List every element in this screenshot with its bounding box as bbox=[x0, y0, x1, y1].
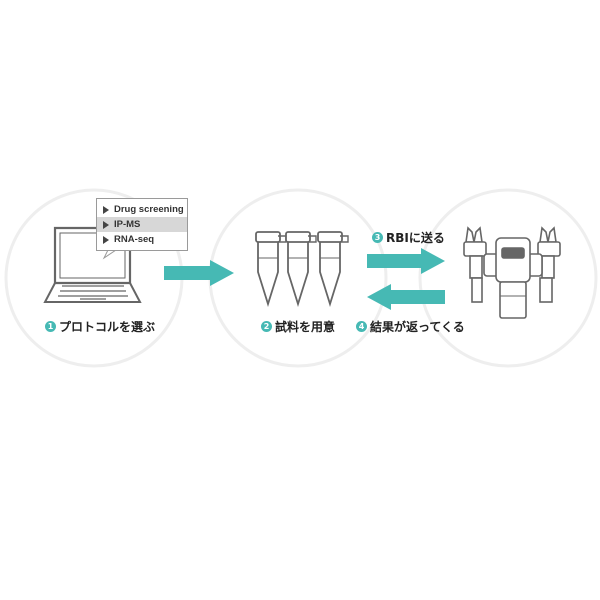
step2-circle bbox=[208, 188, 388, 368]
step-text: 試料を用意 bbox=[275, 320, 336, 334]
step-text: RBIに送る bbox=[386, 231, 445, 245]
menu-item-drug-screening[interactable]: Drug screening bbox=[97, 202, 187, 217]
sample-tubes-icon bbox=[255, 231, 349, 308]
step-3-label: 3 RBIに送る bbox=[372, 229, 445, 246]
step-4-label: 4 結果が返ってくる bbox=[356, 318, 465, 335]
step-text: プロトコルを選ぶ bbox=[59, 320, 156, 334]
step-number-badge: 3 bbox=[372, 232, 383, 243]
step-number-badge: 4 bbox=[356, 321, 367, 332]
menu-item-rna-seq[interactable]: RNA-seq bbox=[97, 232, 187, 247]
laptop-icon bbox=[43, 226, 142, 303]
play-triangle-icon bbox=[103, 205, 109, 214]
robot-icon bbox=[463, 226, 561, 319]
play-triangle-icon bbox=[103, 235, 109, 244]
arrow-send-to-rbi bbox=[367, 248, 445, 274]
step-number-badge: 1 bbox=[45, 321, 56, 332]
step-2-label: 2 試料を用意 bbox=[261, 318, 335, 335]
menu-item-label: IP-MS bbox=[114, 219, 141, 230]
play-triangle-icon bbox=[103, 220, 109, 229]
arrow-results-back bbox=[367, 284, 445, 310]
step3-circle bbox=[418, 188, 598, 368]
menu-item-ip-ms[interactable]: IP-MS bbox=[97, 217, 187, 232]
protocol-menu: Drug screening IP-MS RNA-seq bbox=[96, 198, 188, 251]
step-text: 結果が返ってくる bbox=[370, 320, 465, 334]
menu-item-label: Drug screening bbox=[114, 204, 184, 215]
step-number-badge: 2 bbox=[261, 321, 272, 332]
arrow-step1-to-step2 bbox=[164, 260, 234, 286]
menu-item-label: RNA-seq bbox=[114, 234, 155, 245]
step-1-label: 1 プロトコルを選ぶ bbox=[45, 318, 155, 335]
